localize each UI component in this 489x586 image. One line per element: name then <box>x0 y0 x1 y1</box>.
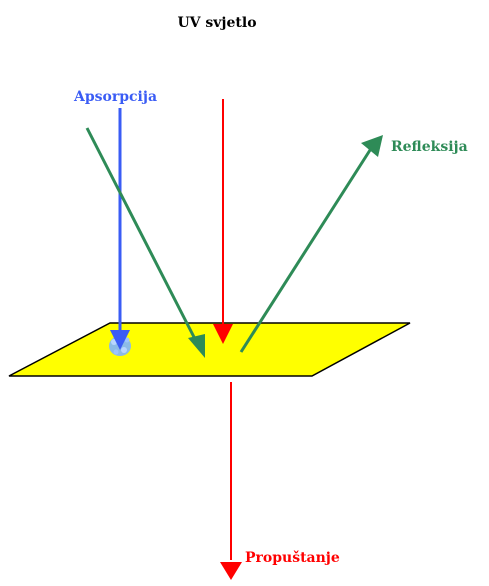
incident-red-arrow <box>213 99 233 344</box>
absorption-arrow <box>110 108 130 350</box>
incident-arrow <box>85 127 205 358</box>
reflection-label: Refleksija <box>391 139 468 155</box>
transmission-arrow <box>220 382 242 580</box>
reflection-arrow <box>239 135 383 353</box>
transmission-label: Propuštanje <box>245 550 340 566</box>
surface-plane <box>8 322 411 377</box>
absorption-label: Apsorpcija <box>73 89 157 105</box>
diagram-title: UV svjetlo <box>177 15 256 31</box>
